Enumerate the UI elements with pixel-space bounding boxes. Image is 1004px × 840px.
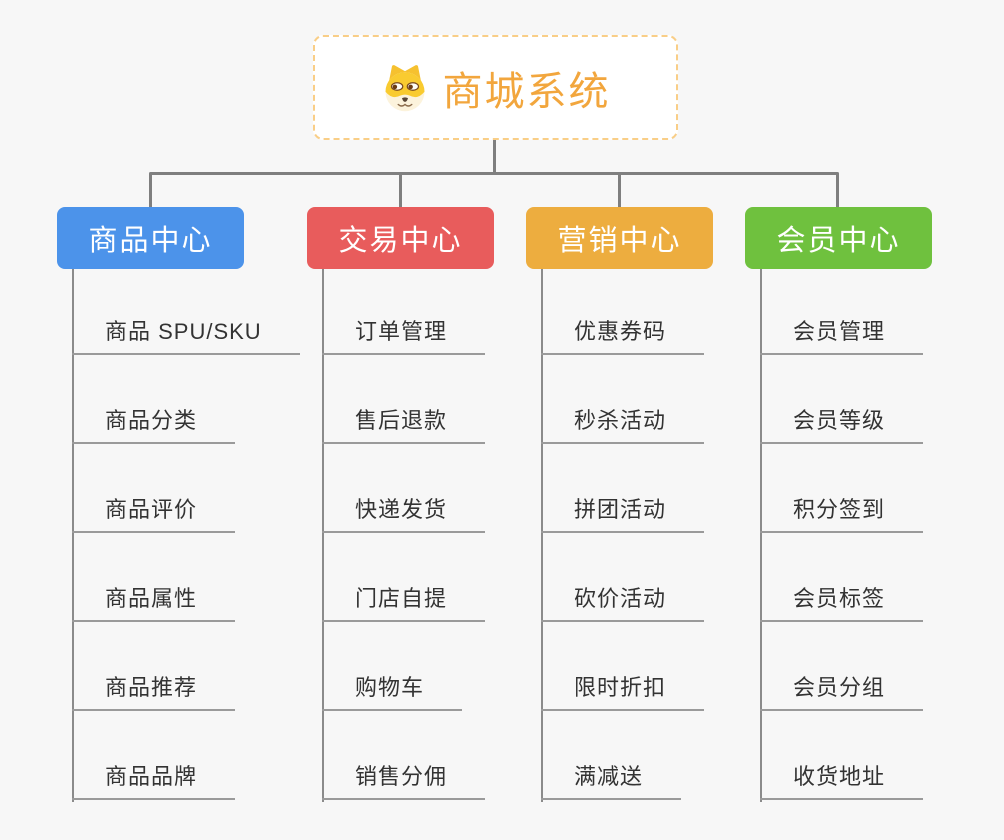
branch-stem-line (618, 174, 621, 208)
root-node[interactable]: 商城系统 (313, 35, 678, 140)
leaf-item[interactable]: 优惠券码 (541, 317, 705, 355)
leaf-item[interactable]: 限时折扣 (541, 673, 705, 711)
branch-stem-line (836, 174, 839, 208)
leaf-item[interactable]: 商品属性 (72, 584, 236, 622)
leaf-item[interactable]: 售后退款 (322, 406, 486, 444)
leaf-item[interactable]: 拼团活动 (541, 495, 705, 533)
leaf-item[interactable]: 秒杀活动 (541, 406, 705, 444)
leaf-item[interactable]: 会员等级 (760, 406, 924, 444)
leaf-item[interactable]: 快递发货 (322, 495, 486, 533)
shiba-dog-icon (385, 64, 424, 111)
leaf-item[interactable]: 订单管理 (322, 317, 486, 355)
leaf-item[interactable]: 商品评价 (72, 495, 236, 533)
leaf-item[interactable]: 购物车 (322, 673, 463, 711)
branch-stem-line (399, 174, 402, 208)
leaf-item[interactable]: 商品分类 (72, 406, 236, 444)
leaf-item[interactable]: 商品品牌 (72, 762, 236, 800)
leaf-item[interactable]: 满减送 (541, 762, 682, 800)
branch-node-marketing[interactable]: 营销中心 (526, 207, 713, 269)
branch-trunk-line (72, 269, 74, 802)
leaf-item[interactable]: 会员分组 (760, 673, 924, 711)
leaf-item[interactable]: 砍价活动 (541, 584, 705, 622)
leaf-item[interactable]: 积分签到 (760, 495, 924, 533)
branch-node-member[interactable]: 会员中心 (745, 207, 932, 269)
leaf-item[interactable]: 会员管理 (760, 317, 924, 355)
branch-stem-line (149, 174, 152, 208)
branch-product-center: 商品中心 商品 SPU/SKU 商品分类 商品评价 商品属性 商品推荐 商品品牌 (57, 0, 317, 840)
leaf-item[interactable]: 收货地址 (760, 762, 924, 800)
branch-trunk-line (541, 269, 543, 802)
bus-line (149, 172, 839, 175)
branch-marketing-center: 营销中心 优惠券码 秒杀活动 拼团活动 砍价活动 限时折扣 满减送 (526, 0, 786, 840)
leaf-item[interactable]: 销售分佣 (322, 762, 486, 800)
branch-node-trade[interactable]: 交易中心 (307, 207, 494, 269)
branch-trunk-line (322, 269, 324, 802)
branch-trunk-line (760, 269, 762, 802)
branch-trade-center: 交易中心 订单管理 售后退款 快递发货 门店自提 购物车 销售分佣 (307, 0, 567, 840)
leaf-item[interactable]: 商品推荐 (72, 673, 236, 711)
leaf-item[interactable]: 会员标签 (760, 584, 924, 622)
branch-member-center: 会员中心 会员管理 会员等级 积分签到 会员标签 会员分组 收货地址 (745, 0, 1004, 840)
root-title: 商城系统 (442, 69, 611, 114)
branch-node-product[interactable]: 商品中心 (57, 207, 244, 269)
root-stem-line (493, 138, 496, 174)
leaf-item[interactable]: 门店自提 (322, 584, 486, 622)
leaf-item[interactable]: 商品 SPU/SKU (72, 317, 300, 355)
